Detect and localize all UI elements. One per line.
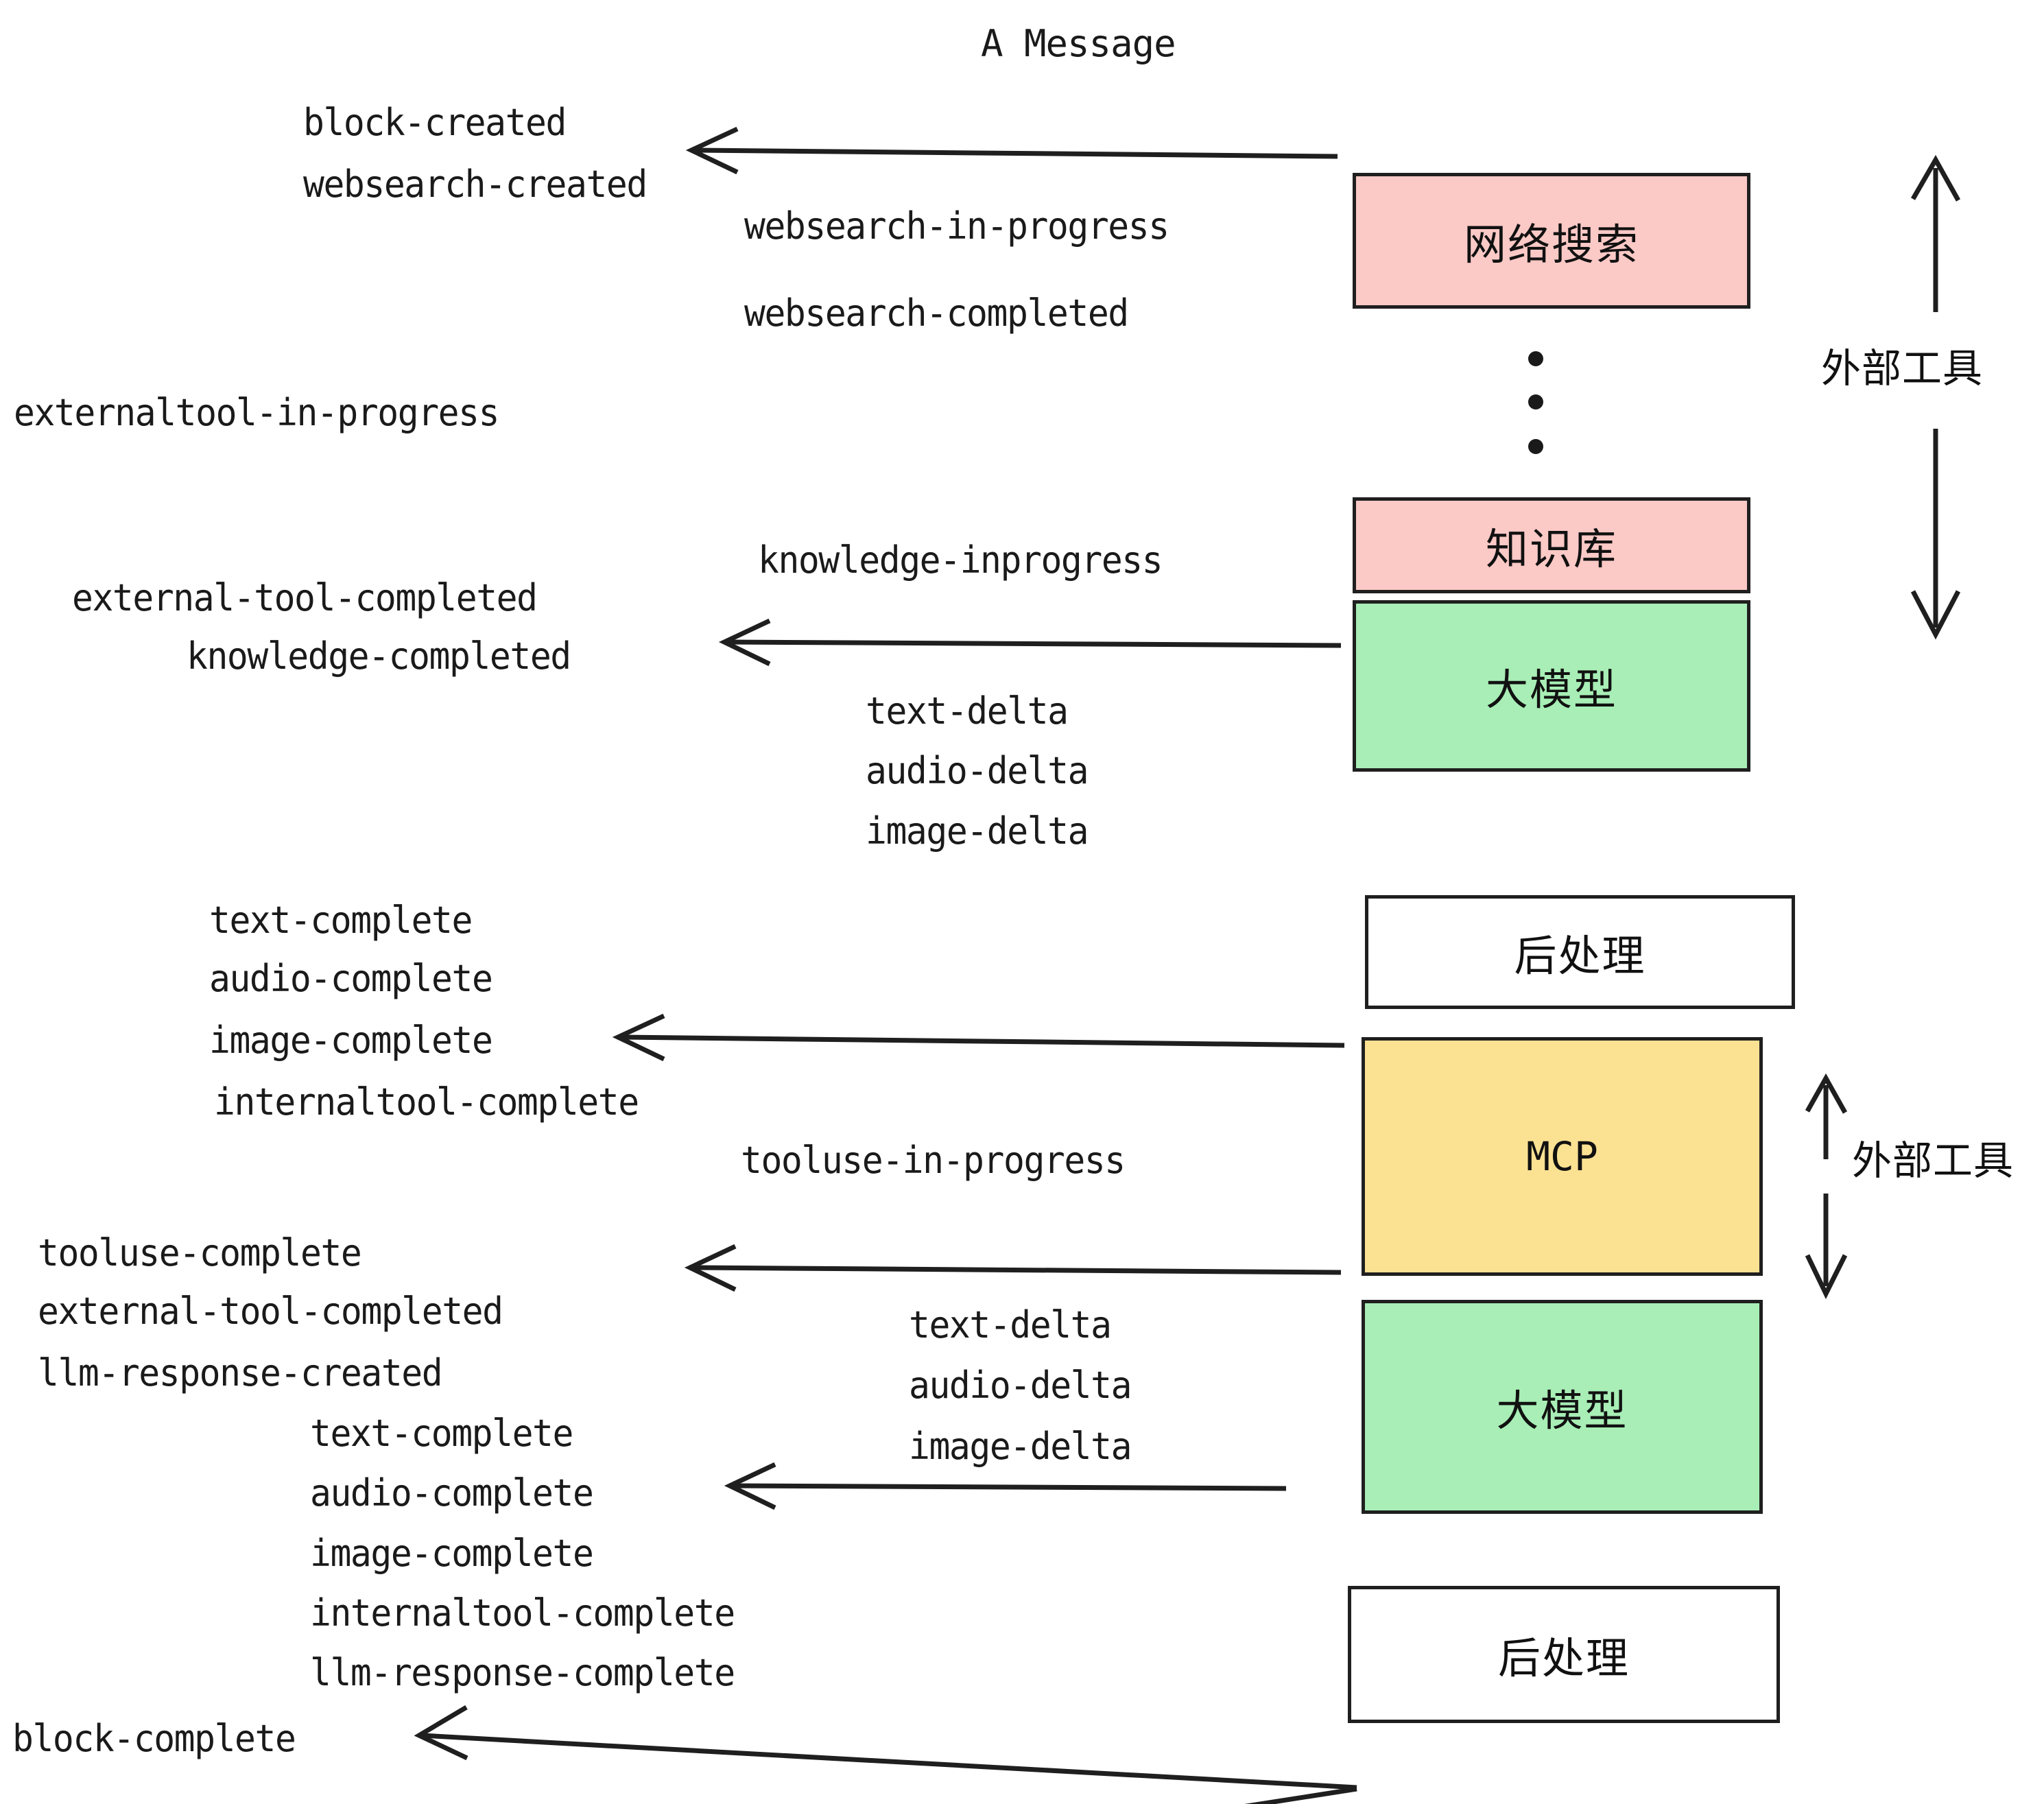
event-websearch-in-progress: websearch-in-progress	[744, 204, 1169, 248]
side-label-external-tools-top: 外部工具	[1821, 345, 1984, 392]
node-postprocess-first[interactable]: 后处理	[1365, 895, 1795, 1009]
event-image-complete-first: image-complete	[209, 1019, 493, 1062]
node-mcp-label: MCP	[1526, 1133, 1598, 1180]
event-image-delta-first: image-delta	[866, 809, 1089, 853]
event-internaltool-complete-first: internaltool-complete	[214, 1080, 639, 1124]
external-tools-bracket-top	[1910, 154, 1961, 640]
arrow-postprocess-to-image-complete	[612, 1013, 1345, 1062]
event-audio-delta-second: audio-delta	[909, 1364, 1132, 1407]
node-postprocess-first-label: 后处理	[1514, 931, 1646, 981]
node-postprocess-second-label: 后处理	[1497, 1633, 1630, 1683]
node-knowledge-label: 知识库	[1485, 524, 1617, 574]
event-audio-delta-first: audio-delta	[866, 749, 1089, 792]
node-websearch-label: 网络搜索	[1463, 219, 1639, 270]
node-llm-first[interactable]: 大模型	[1353, 600, 1750, 772]
event-image-complete-second: image-complete	[310, 1532, 594, 1575]
event-llm-response-created: llm-response-created	[38, 1351, 443, 1394]
event-text-complete-first: text-complete	[209, 899, 473, 942]
node-llm-second[interactable]: 大模型	[1362, 1300, 1763, 1514]
ellipsis-dot-icon	[1528, 439, 1543, 454]
event-llm-response-complete: llm-response-complete	[310, 1651, 735, 1694]
side-label-external-tools-bottom: 外部工具	[1852, 1137, 2015, 1184]
event-external-tool-completed-first: external-tool-completed	[72, 576, 538, 619]
event-knowledge-inprogress: knowledge-inprogress	[758, 538, 1163, 582]
event-block-complete: block-complete	[12, 1717, 296, 1760]
node-mcp[interactable]: MCP	[1362, 1037, 1763, 1276]
event-knowledge-completed: knowledge-completed	[187, 634, 571, 678]
event-externaltool-in-progress: externaltool-in-progress	[14, 391, 499, 434]
event-text-complete-second: text-complete	[310, 1412, 573, 1455]
diagram-title: A Message	[981, 22, 1176, 65]
arrow-knowledge-to-knowledge-completed	[718, 618, 1342, 667]
arrow-llm-to-audio-complete	[724, 1462, 1287, 1510]
event-block-created: block-created	[303, 101, 567, 144]
event-external-tool-completed-second: external-tool-completed	[38, 1290, 503, 1333]
node-llm-second-label: 大模型	[1496, 1386, 1628, 1436]
node-llm-first-label: 大模型	[1485, 665, 1617, 715]
node-websearch[interactable]: 网络搜索	[1353, 173, 1750, 309]
node-knowledge[interactable]: 知识库	[1353, 497, 1750, 593]
external-tools-bracket-bottom	[1805, 1073, 1848, 1299]
event-tooluse-in-progress: tooluse-in-progress	[741, 1139, 1126, 1182]
arrow-mcp-to-tooluse-complete	[684, 1244, 1342, 1292]
event-audio-complete-first: audio-complete	[209, 957, 493, 1000]
ellipsis-dot-icon	[1528, 394, 1543, 410]
arrow-postprocess-to-block-complete	[414, 1705, 1357, 1804]
node-postprocess-second[interactable]: 后处理	[1348, 1586, 1780, 1723]
event-audio-complete-second: audio-complete	[310, 1471, 594, 1515]
arrow-websearch-to-block-created	[685, 126, 1338, 175]
event-image-delta-second: image-delta	[909, 1425, 1132, 1468]
event-internaltool-complete-second: internaltool-complete	[310, 1591, 735, 1635]
event-text-delta-first: text-delta	[866, 689, 1069, 733]
event-tooluse-complete: tooluse-complete	[38, 1231, 362, 1274]
event-text-delta-second: text-delta	[909, 1303, 1112, 1346]
event-websearch-created: websearch-created	[303, 163, 647, 206]
event-websearch-completed: websearch-completed	[744, 292, 1129, 335]
ellipsis-dot-icon	[1528, 351, 1543, 366]
